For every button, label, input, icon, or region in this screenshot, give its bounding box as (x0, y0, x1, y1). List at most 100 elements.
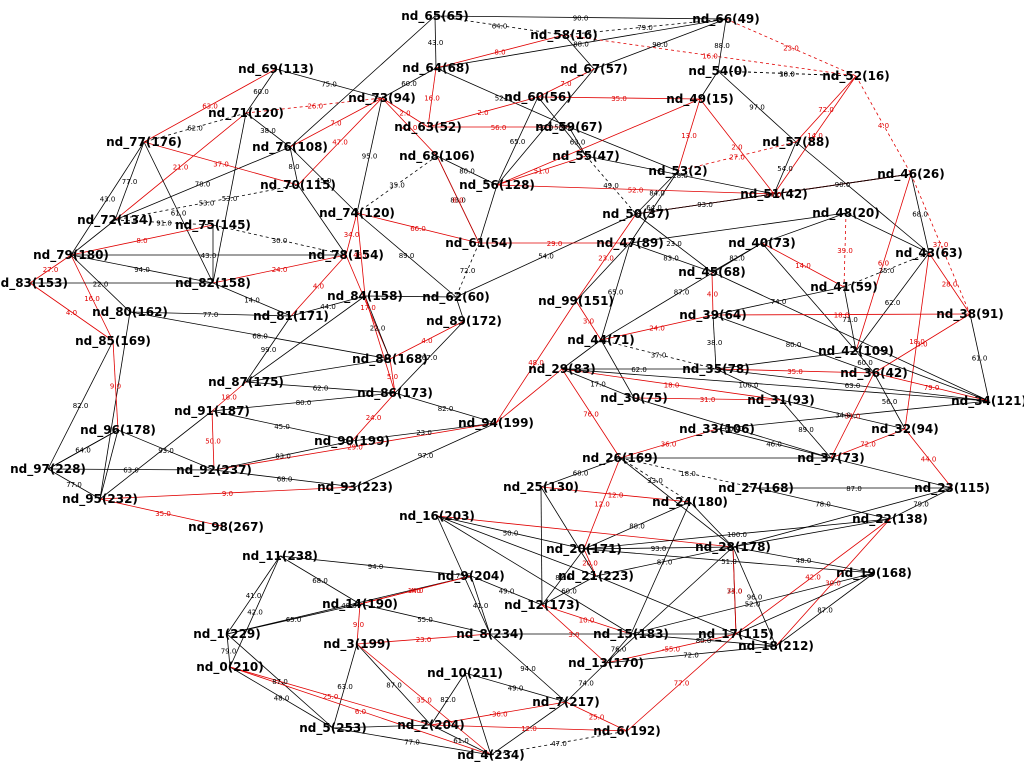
edge-nd_86-nd_90 (351, 392, 396, 442)
node-nd-67: nd_67(57) (560, 62, 628, 77)
edge-nd_86-nd_91 (211, 392, 396, 412)
edge-weight-label: -55.0 (662, 646, 680, 654)
edge-weight-label: 90.0 (573, 15, 589, 23)
edge-nd_14-nd_3 (356, 603, 361, 645)
edge-nd_38-nd_34 (969, 313, 990, 402)
edge-nd_94-nd_93 (354, 422, 497, 488)
edge-weight-label: 72.0 (860, 441, 876, 449)
node-nd-28: nd_28(178) (695, 540, 771, 555)
edge-nd_86-nd_94 (394, 392, 497, 424)
edge-nd_14-nd_1 (226, 603, 361, 635)
edge-nd_85-nd_97 (47, 340, 114, 470)
edge-weight-label: 29.0 (547, 240, 563, 248)
edge-nd_64-nd_59 (435, 67, 570, 128)
node-nd-59: nd_59(67) (535, 120, 603, 135)
edge-nd_28-nd_13 (605, 546, 734, 664)
node-nd-47: nd_47(89) (596, 236, 664, 251)
edge-nd_60-nd_49 (537, 96, 701, 100)
edge-nd_20-nd_28 (583, 546, 734, 550)
edge-weight-label: 38.0 (707, 339, 723, 347)
edge-nd_16-nd_21 (436, 515, 597, 577)
edge-weight-label: 87.0 (657, 559, 673, 567)
edge-nd_74-nd_61 (356, 212, 480, 244)
edge-weight-label: 47.0 (551, 740, 567, 748)
node-nd-86: nd_86(173) (357, 386, 433, 401)
edge-weight-label: 60.0 (401, 80, 417, 88)
edge-nd_75-nd_79 (70, 224, 214, 256)
edge-weight-label: 68.0 (573, 470, 589, 478)
edge-weight-label: 68.0 (912, 211, 928, 219)
edge-weight-label: 79.0 (913, 501, 929, 509)
edge-weight-label: 50.0 (503, 530, 519, 538)
edge-weight-label: 87.0 (674, 289, 690, 297)
edge-weight-label: 99.0 (261, 346, 277, 354)
edge-nd_19-nd_18 (775, 572, 875, 647)
edge-weight-label: 25.0 (323, 693, 339, 701)
edge-weight-label: 71.0 (842, 316, 858, 324)
node-nd-25: nd_25(130) (503, 480, 579, 495)
edge-weight-label: 18.0 (779, 71, 795, 79)
edge-weight-label: 36.0 (661, 441, 677, 449)
edge-weight-label: 82.0 (729, 255, 745, 263)
edge-weight-label: 41.0 (473, 602, 489, 610)
edge-nd_19-nd_17 (735, 572, 875, 635)
edge-nd_30-nd_37 (633, 397, 832, 459)
edge-nd_46-nd_42 (855, 173, 912, 352)
edge-nd_84-nd_87 (245, 295, 366, 383)
edge-nd_10-nd_4 (464, 672, 492, 756)
edge-nd_70-nd_72 (114, 184, 299, 221)
edge-weight-label: 80.0 (296, 399, 312, 407)
edge-nd_79-nd_80 (70, 254, 131, 313)
edge-weight-label: 9.0 (353, 621, 364, 629)
edge-nd_29-nd_34 (561, 368, 990, 402)
edge-weight-label: 53.0 (222, 195, 238, 203)
node-nd-76: nd_76(108) (252, 140, 328, 155)
edge-weight-label: 35.0 (416, 697, 432, 705)
edge-nd_0-nd_4 (229, 666, 492, 756)
edge-weight-label: 4.0 (410, 587, 421, 595)
edge-weight-label: 68.0 (277, 476, 293, 484)
node-nd-97: nd_97(228) (10, 462, 86, 477)
node-nd-71: nd_71(120) (208, 106, 284, 121)
edge-weight-label: 51.0 (721, 558, 737, 566)
edge-weight-label: 54.0 (777, 165, 793, 173)
node-nd-60: nd_60(56) (504, 90, 572, 105)
node-nd-98: nd_98(267) (188, 520, 264, 535)
edge-nd_5-nd_2 (332, 724, 432, 729)
edge-nd_33-nd_37 (716, 428, 832, 459)
edge-nd_74-nd_84 (356, 212, 366, 297)
edge-weight-label: 12.0 (594, 501, 610, 509)
edge-nd_41-nd_39 (712, 286, 845, 316)
edge-nd_24-nd_28 (689, 501, 734, 548)
edge-weight-label: 52.0 (628, 187, 644, 195)
edge-weight-label: 31.0 (845, 413, 861, 421)
edge-nd_64-nd_73 (381, 67, 437, 99)
edge-weight-label: 35.0 (389, 182, 405, 190)
edge-nd_11-nd_1 (226, 555, 281, 635)
edge-nd_39-nd_35 (712, 314, 717, 370)
edge-weight-label: 77.0 (66, 481, 82, 489)
edge-weight-label: 62.0 (885, 299, 901, 307)
edge-nd_97-nd_96 (47, 429, 119, 470)
edge-weight-label: 25.0 (589, 714, 605, 722)
node-nd-1: nd_1(229) (193, 627, 261, 642)
edge-nd_69-nd_73 (275, 68, 383, 99)
edge-weight-label: 8.0 (136, 237, 147, 245)
edge-nd_62-nd_89 (455, 296, 465, 322)
node-nd-91: nd_91(187) (174, 404, 250, 419)
edge-nd_36-nd_34 (873, 372, 990, 402)
edge-weight-label: 28.0 (672, 172, 688, 180)
edge-nd_60-nd_67 (537, 68, 595, 98)
edge-nd_62-nd_84 (364, 295, 457, 298)
edge-nd_21-nd_12 (541, 575, 597, 606)
edge-nd_75-nd_78 (212, 224, 347, 256)
edge-nd_52-nd_51 (773, 75, 857, 195)
node-nd-11: nd_11(238) (242, 549, 318, 564)
node-nd-50: nd_50(37) (602, 207, 670, 222)
edge-nd_2-nd_4 (430, 724, 492, 756)
edge-weight-label: 93.0 (158, 447, 174, 455)
edge-nd_77-nd_72 (114, 141, 145, 221)
edge-weight-label: 30.0 (272, 237, 288, 245)
edge-nd_84-nd_88 (364, 295, 391, 360)
edge-nd_19-nd_28 (732, 546, 875, 574)
